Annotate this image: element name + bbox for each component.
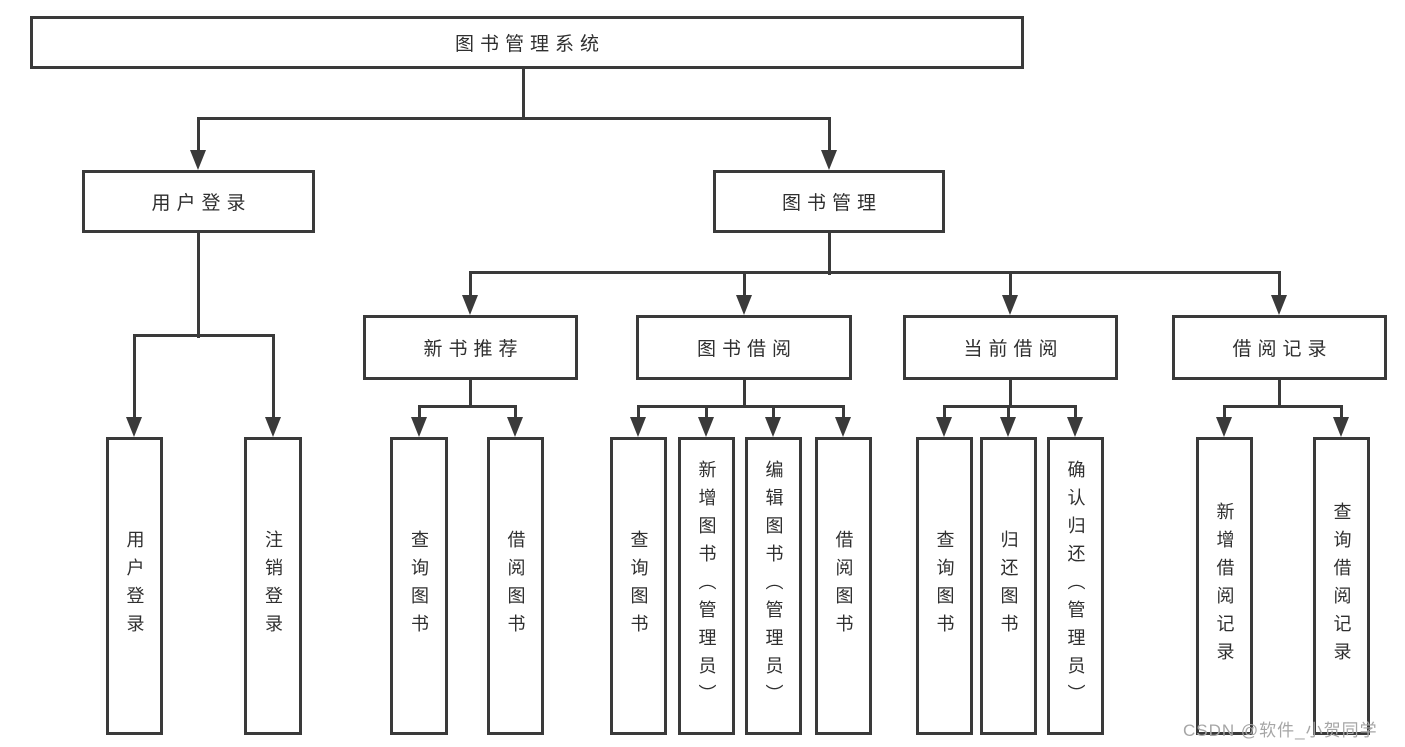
node-label: 图书借阅 xyxy=(696,339,797,360)
connector-vertical-line xyxy=(637,406,640,421)
arrow-down-icon xyxy=(835,417,851,437)
arrow-down-icon xyxy=(1000,417,1016,437)
connector-vertical-line xyxy=(828,118,831,154)
arrow-down-icon xyxy=(126,417,142,437)
connector-vertical-line xyxy=(197,233,200,338)
node-label: 查询图书 xyxy=(934,530,955,642)
arrow-down-icon xyxy=(1067,417,1083,437)
node-label: 借阅图书 xyxy=(505,530,526,642)
connector-vertical-line xyxy=(133,335,136,421)
connector-vertical-line xyxy=(705,406,708,421)
node-label: 确认归还（管理员） xyxy=(1065,460,1086,712)
connector-vertical-line xyxy=(522,69,525,120)
node-label: 查询图书 xyxy=(409,530,429,642)
leaf-borrow-books-recommend: 借阅图书 xyxy=(487,437,544,735)
leaf-query-books-current: 查询图书 xyxy=(916,437,973,735)
node-book-borrowing: 图书借阅 xyxy=(636,315,852,380)
arrow-down-icon xyxy=(821,150,837,170)
connector-horizontal-line xyxy=(637,405,845,408)
connector-vertical-line xyxy=(743,272,746,300)
node-label: 新书推荐 xyxy=(423,339,524,360)
connector-vertical-line xyxy=(469,380,472,408)
node-label: 用户登录 xyxy=(151,193,252,214)
node-label: 新增图书（管理员） xyxy=(696,460,717,712)
connector-vertical-line xyxy=(1223,406,1226,421)
node-library-management-system: 图书管理系统 xyxy=(30,16,1024,69)
connector-vertical-line xyxy=(842,406,845,421)
node-new-book-recommendation: 新书推荐 xyxy=(363,315,578,380)
leaf-confirm-return-admin: 确认归还（管理员） xyxy=(1047,437,1104,735)
connector-horizontal-line xyxy=(943,405,1077,408)
connector-vertical-line xyxy=(1074,406,1077,421)
leaf-borrow-books-borrowing: 借阅图书 xyxy=(815,437,872,735)
leaf-user-login: 用户登录 xyxy=(106,437,163,735)
arrow-down-icon xyxy=(630,417,646,437)
connector-horizontal-line xyxy=(469,271,1281,274)
node-label: 查询图书 xyxy=(628,530,649,642)
arrow-down-icon xyxy=(698,417,714,437)
connector-vertical-line xyxy=(743,380,746,408)
leaf-query-borrow-record: 查询借阅记录 xyxy=(1313,437,1370,735)
csdn-watermark: CSDN @软件_小贺同学 xyxy=(1183,721,1378,740)
arrow-down-icon xyxy=(190,150,206,170)
node-label: 用户登录 xyxy=(124,530,145,642)
arrow-down-icon xyxy=(1216,417,1232,437)
arrow-down-icon xyxy=(736,295,752,315)
node-user-login: 用户登录 xyxy=(82,170,315,233)
node-label: 借阅图书 xyxy=(833,530,854,642)
node-borrowing-records: 借阅记录 xyxy=(1172,315,1387,380)
connector-horizontal-line xyxy=(1223,405,1343,408)
node-label: 新增借阅记录 xyxy=(1214,502,1235,670)
leaf-query-books-recommend: 查询图书 xyxy=(390,437,448,735)
arrow-down-icon xyxy=(1271,295,1287,315)
arrow-down-icon xyxy=(765,417,781,437)
node-book-management: 图书管理 xyxy=(713,170,945,233)
connector-vertical-line xyxy=(514,406,517,421)
connector-vertical-line xyxy=(197,118,200,154)
leaf-query-books-borrowing: 查询图书 xyxy=(610,437,667,735)
leaf-edit-books-admin: 编辑图书（管理员） xyxy=(745,437,802,735)
leaf-add-borrow-record: 新增借阅记录 xyxy=(1196,437,1253,735)
node-label: 注销登录 xyxy=(263,530,283,642)
connector-vertical-line xyxy=(1278,380,1281,408)
node-label: 图书管理 xyxy=(781,193,882,214)
leaf-logout: 注销登录 xyxy=(244,437,302,735)
connector-horizontal-line xyxy=(418,405,517,408)
arrow-down-icon xyxy=(936,417,952,437)
arrow-down-icon xyxy=(1002,295,1018,315)
connector-horizontal-line xyxy=(133,334,275,337)
arrow-down-icon xyxy=(462,295,478,315)
connector-horizontal-line xyxy=(197,117,831,120)
connector-vertical-line xyxy=(1009,380,1012,408)
node-label: 借阅记录 xyxy=(1232,339,1333,360)
node-label: 归还图书 xyxy=(998,530,1019,642)
connector-vertical-line xyxy=(772,406,775,421)
connector-vertical-line xyxy=(272,335,275,421)
connector-vertical-line xyxy=(418,406,421,421)
node-label: 当前借阅 xyxy=(963,339,1064,360)
arrow-down-icon xyxy=(411,417,427,437)
node-label: 图书管理系统 xyxy=(454,34,605,55)
arrow-down-icon xyxy=(1333,417,1349,437)
arrow-down-icon xyxy=(507,417,523,437)
arrow-down-icon xyxy=(265,417,281,437)
connector-vertical-line xyxy=(1007,406,1010,421)
connector-vertical-line xyxy=(828,233,831,275)
connector-vertical-line xyxy=(469,272,472,300)
connector-vertical-line xyxy=(1009,272,1012,300)
connector-vertical-line xyxy=(1278,272,1281,300)
connector-vertical-line xyxy=(1340,406,1343,421)
node-label: 编辑图书（管理员） xyxy=(763,460,784,712)
node-current-borrowing: 当前借阅 xyxy=(903,315,1118,380)
node-label: 查询借阅记录 xyxy=(1331,502,1352,670)
leaf-add-books-admin: 新增图书（管理员） xyxy=(678,437,735,735)
connector-vertical-line xyxy=(943,406,946,421)
leaf-return-books: 归还图书 xyxy=(980,437,1037,735)
